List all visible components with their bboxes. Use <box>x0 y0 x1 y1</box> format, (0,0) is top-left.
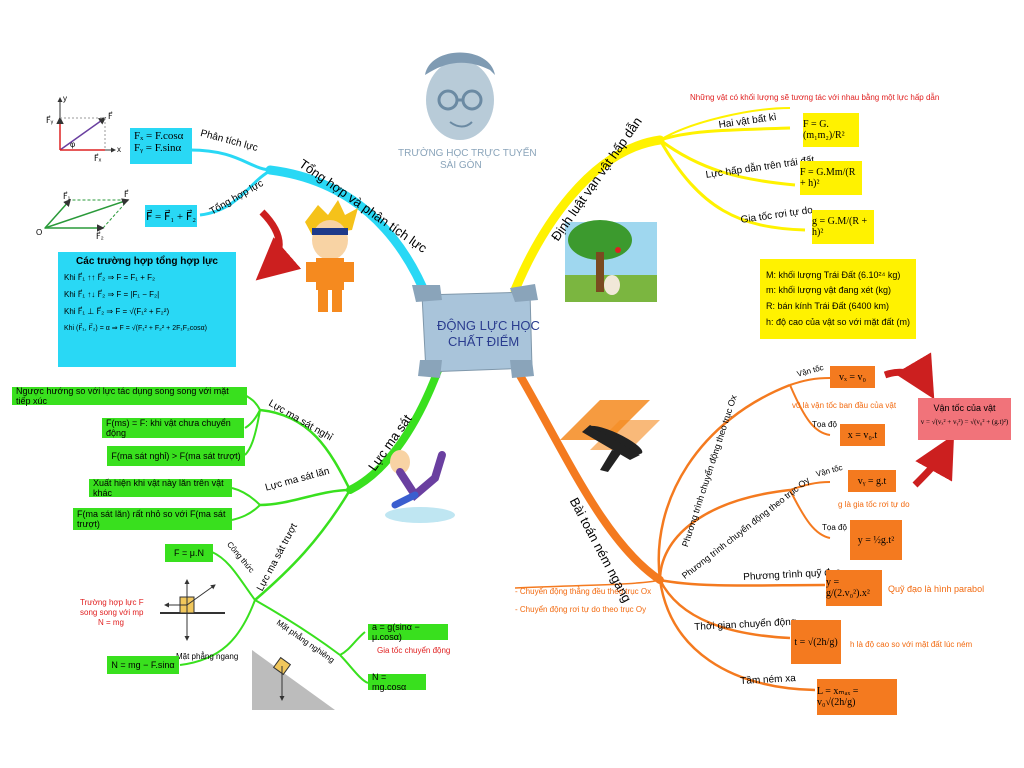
orange-main-branch <box>501 346 664 584</box>
diagram1-label-fy: F⃗ᵧ <box>46 116 54 125</box>
mat-phang-ngang-label: Mặt phẳng ngang <box>176 652 239 661</box>
force-decomposition-diagram <box>56 97 116 153</box>
phan-tich-formula-box: Fₓ = F.cosα Fᵧ = F.sinα <box>130 128 192 164</box>
legend-item-2: m: khối lượng vật đang xét (kg) <box>766 285 891 295</box>
formula-thoi-gian: t = √(2h/g) <box>791 620 841 664</box>
lan-item-1: Xuất hiện khi vật này lăn trên vật khác <box>89 478 232 498</box>
nghi-item-1: Ngược hướng so với lực tác dụng song son… <box>12 386 247 406</box>
slipping-figure-image <box>385 450 455 523</box>
g-note: g là gia tốc rơi tự do <box>838 500 910 509</box>
logo-icon <box>425 52 495 140</box>
velocity-box: Vận tốc của vật v = √(vₓ² + vᵧ²) = √(v₀²… <box>918 398 1011 440</box>
diagram1-label-fx: F⃗ₓ <box>94 154 102 163</box>
formula-vy: vᵧ = g.t <box>848 470 896 492</box>
case-item-1: Khi F⃗₁ ↑↑ F⃗₂ ⇒ F = F₁ + F₂ <box>64 273 156 282</box>
quy-dao-note: Quỹ đạo là hình parabol <box>888 584 985 594</box>
diagram1-label-phi: φ <box>70 140 76 149</box>
diagram2-label-o: O <box>36 228 43 237</box>
formula-luc-hap-dan: F = G.Mm/(R + h)² <box>800 161 862 195</box>
case-item-2: Khi F⃗₁ ↑↓ F⃗₂ ⇒ F = |F₁ − F₂| <box>64 290 160 299</box>
formula-quy-dao: y = g/(2.v₀²).x² <box>826 570 882 606</box>
cyan-main-branch <box>265 165 433 305</box>
legend-item-1: M: khối lượng Trái Đất (6.10²⁴ kg) <box>766 270 901 280</box>
truong-hop-note-2: song song với mp <box>80 608 144 617</box>
red-curved-arrow-bottom <box>912 434 955 488</box>
diagram1-label-y: y <box>63 94 67 103</box>
formula-vx: vₓ = v₀ <box>830 366 875 388</box>
legend-item-4: h: độ cao của vật so với mặt đất (m) <box>766 317 910 327</box>
truong-hop-note-3: N = mg <box>98 618 125 627</box>
nghi-item-2: F(ms) = F: khi vật chưa chuyển động <box>102 418 244 438</box>
ox-toa-do-label: Tọa độ <box>812 420 837 429</box>
truong-hop-note-1: Trường hợp lực F <box>80 598 144 607</box>
cyan-sub-2 <box>199 168 273 217</box>
formula-mu-n: F = μ.N <box>165 544 213 562</box>
diagram2-label-f2: F⃗₂ <box>96 232 104 241</box>
logo-line-2: SÀI GÒN <box>440 160 482 171</box>
diagram1-label-x: x <box>117 145 121 154</box>
airplane-image <box>560 400 660 472</box>
case-item-3: Khi F⃗₁ ⊥ F⃗₂ ⇒ F = √(F₁² + F₂²) <box>64 307 170 316</box>
phan-tich-formula-2: Fᵧ = F.sinα <box>134 142 182 154</box>
v0-note: v0 là vận tốc ban đầu của vật <box>792 401 897 410</box>
gravitation-legend: M: khối lượng Trái Đất (6.10²⁴ kg) m: kh… <box>760 259 916 339</box>
diagram2-label-f1: F⃗₁ <box>63 192 71 201</box>
red-curved-arrow-left <box>255 209 302 281</box>
green-main-branch <box>346 361 444 494</box>
parallelogram-diagram <box>43 198 130 232</box>
legend-item-3: R: bán kính Trái Đất (6400 km) <box>766 301 890 311</box>
side-note-2: - Chuyển động rơi tự do theo trục Oy <box>515 605 647 614</box>
diagram1-label-f: F⃗ <box>108 112 113 121</box>
red-curved-arrow-top <box>883 352 935 400</box>
cases-box: Các trường hợp tổng hợp lực Khi F⃗₁ ↑↑ F… <box>58 252 236 367</box>
formula-hai-vat: F = G.(m₁m₂)/R² <box>803 113 859 147</box>
horizontal-plane-diagram <box>160 579 225 641</box>
center-note <box>412 284 538 378</box>
center-title-line-1: ĐỘNG LỰC HỌC <box>437 318 540 333</box>
side-note-1: - Chuyển động thẳng đều theo trục Ox <box>515 587 652 596</box>
formula-gia-toc: g = G.M/(R + h)² <box>812 210 874 244</box>
diagram2-label-f: F⃗ <box>124 190 129 199</box>
oy-toa-do-label: Tọa độ <box>822 523 847 532</box>
inclined-plane-diagram <box>252 650 335 710</box>
accel-note: Gia tốc chuyển động <box>377 646 451 655</box>
logo-line-1: TRƯỜNG HỌC TRỰC TUYẾN <box>398 148 537 159</box>
nghi-item-3: F(ma sát nghỉ) > F(ma sát trượt) <box>107 446 245 466</box>
h-note: h là độ cao so với mặt đất lúc ném <box>850 640 973 649</box>
formula-x: x = v₀.t <box>840 424 885 446</box>
apple-tree-image <box>565 220 657 302</box>
case-item-4: Khi (F⃗₁, F⃗₂) = α ⇒ F = √(F₁² + F₂² + 2… <box>64 325 207 332</box>
phan-tich-formula-1: Fₓ = F.cosα <box>134 130 184 142</box>
cases-title: Các trường hợp tổng hợp lực <box>76 256 218 267</box>
formula-y: y = ½g.t² <box>850 520 902 560</box>
cartoon-character-icon <box>305 200 358 312</box>
cyan-sub-1 <box>189 148 273 172</box>
velocity-box-title: Vận tốc của vật <box>933 403 996 413</box>
velocity-box-formula: v = √(vₓ² + vᵧ²) = √(v₀² + (g.t)²) <box>920 418 1009 426</box>
lan-item-2: F(ma sát lăn) rất nhỏ so với F(ma sát tr… <box>73 508 232 530</box>
yellow-main-branch <box>510 135 665 295</box>
center-title-line-2: CHẤT ĐIỂM <box>448 334 520 349</box>
formula-n-incline: N = mg.cosα <box>368 672 426 692</box>
formula-n-horizontal: N = mg − F.sinα <box>107 656 179 674</box>
gravitation-note: Những vật có khối lượng sẽ tương tác với… <box>690 93 940 102</box>
formula-acceleration: a = g(sinα − μ.cosα) <box>368 622 448 642</box>
formula-tam-nem: L = xₘₐₓ = v₀√(2h/g) <box>817 679 897 715</box>
tong-hop-formula-box: F⃗ = F⃗₁ + F⃗₂ <box>145 205 197 227</box>
